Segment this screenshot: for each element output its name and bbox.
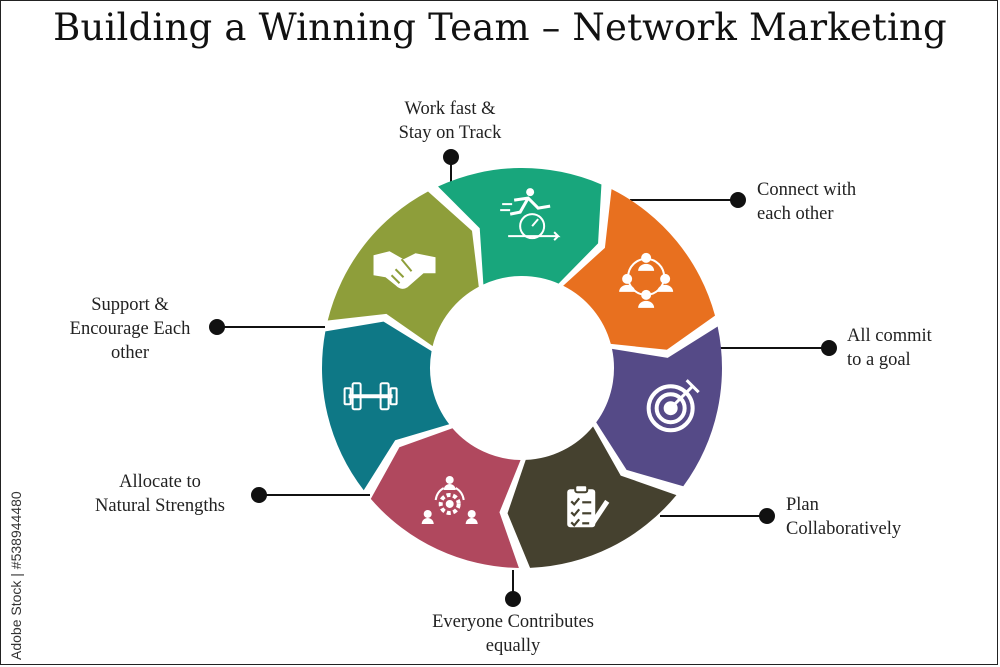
dumbbell-icon — [343, 382, 398, 411]
connector-5 — [251, 487, 370, 503]
connector-6 — [209, 319, 325, 335]
team-gear-icon — [421, 475, 478, 524]
connector-2 — [720, 340, 837, 356]
clipboard-checklist-icon — [567, 484, 610, 528]
ring-segments — [321, 168, 722, 568]
connector-7 — [443, 149, 459, 183]
runner-speedometer-icon — [500, 188, 561, 241]
connector-1 — [630, 192, 746, 208]
ring-segment-5 — [321, 321, 450, 491]
segment-icons — [343, 188, 700, 528]
group-network-icon — [619, 252, 674, 308]
handshake-icon — [373, 251, 436, 289]
stock-watermark: Adobe Stock | #538944480 — [8, 491, 24, 660]
connector-4 — [505, 570, 521, 607]
target-icon — [646, 379, 700, 433]
ring-segment-4 — [370, 428, 521, 568]
label-work-fast: Work fast &Stay on Track — [398, 99, 502, 143]
ring-segment-2 — [596, 326, 722, 487]
page-title: Building a Winning Team – Network Market… — [53, 6, 947, 49]
connector-3 — [660, 508, 775, 524]
